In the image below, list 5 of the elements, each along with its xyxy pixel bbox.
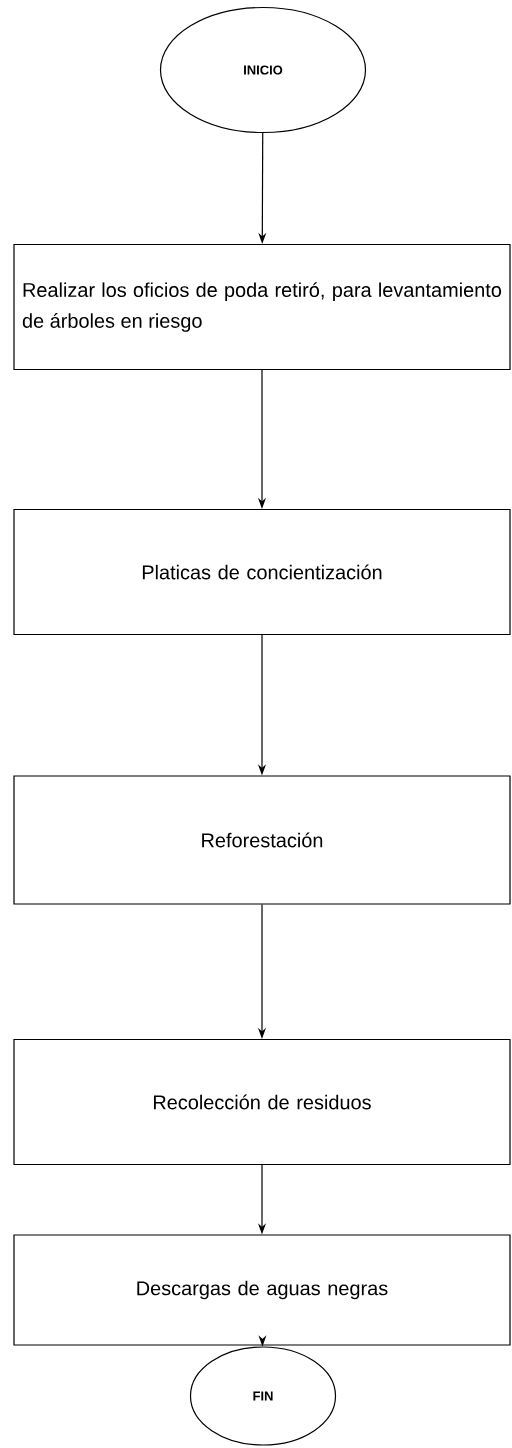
- process-box: Realizar los oficios de poda retiró, para levantamiento de árboles en riesgo: [13, 243, 511, 371]
- process-box: Recolección de residuos: [13, 1038, 511, 1166]
- process-box: Reforestación: [13, 775, 511, 905]
- process-box: Descargas de aguas negras: [13, 1234, 511, 1346]
- process-box: Platicas de concientización: [13, 508, 511, 636]
